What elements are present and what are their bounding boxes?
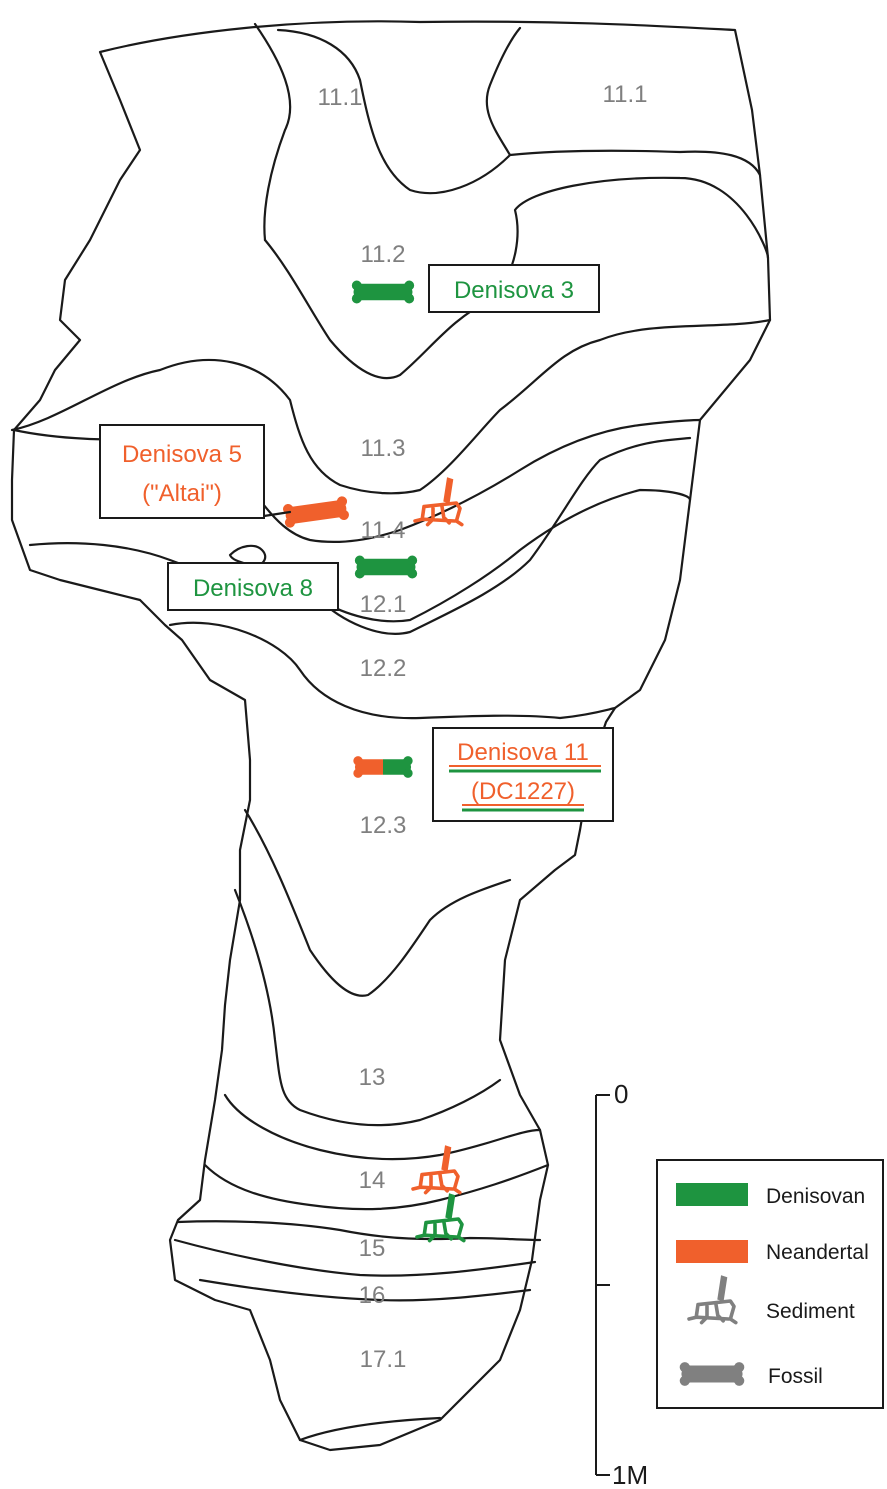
section-outline <box>10 20 772 1452</box>
layer-label: 17.1 <box>360 1346 407 1373</box>
neandertal-swatch <box>676 1240 748 1263</box>
layer-labels: 11.1 11.1 11.2 11.3 11.4 12.1 12.2 12.3 … <box>318 81 648 1373</box>
layer-label: 11.3 <box>361 435 406 462</box>
scale-bottom-label: 1M <box>612 1460 648 1489</box>
denisova8-label: Denisova 8 <box>193 575 313 602</box>
layer-label: 11.1 <box>603 81 648 108</box>
denisova5-label-box: Denisova 5 ("Altai") <box>99 424 265 519</box>
denisova8-label-box: Denisova 8 <box>167 562 339 611</box>
legend: Denisovan Neandertal Sediment Fossil <box>656 1159 884 1409</box>
neandertal-sediment-icon <box>413 475 464 527</box>
layer-label: 11.4 <box>361 517 406 544</box>
denisova11-fossil-icon <box>353 756 413 778</box>
denisova11-label-box: Denisova 11 (DC1227) <box>432 727 614 822</box>
fossil-icon <box>679 1362 745 1386</box>
layer-label: 12.3 <box>360 812 407 839</box>
denisova5-leader-line <box>262 510 292 518</box>
scale-bar: 0 1M <box>595 1079 648 1489</box>
denisova11-label: Denisova 11 <box>457 739 589 766</box>
denisova3-fossil-icon <box>351 280 415 304</box>
legend-denisovan: Denisovan <box>766 1185 865 1208</box>
layer-label: 16 <box>359 1282 386 1309</box>
layer-label: 11.1 <box>318 84 363 111</box>
denisova11-alias: (DC1227) <box>471 778 575 805</box>
layer-label: 14 <box>359 1167 386 1194</box>
layer-label: 15 <box>359 1235 386 1262</box>
denisova5-fossil-icon <box>282 495 350 529</box>
layer-label: 12.2 <box>360 655 407 682</box>
layer-label: 11.2 <box>361 241 406 268</box>
denisova3-label: Denisova 3 <box>454 277 574 304</box>
denisova8-fossil-icon <box>354 555 418 579</box>
layer-label: 13 <box>359 1064 386 1091</box>
denisovan-swatch <box>676 1183 748 1206</box>
legend-fossil: Fossil <box>768 1365 823 1388</box>
denisova3-label-box: Denisova 3 <box>428 264 600 313</box>
scale-top-label: 0 <box>614 1079 628 1109</box>
legend-sediment: Sediment <box>766 1300 855 1323</box>
legend-neandertal: Neandertal <box>766 1241 869 1264</box>
layer-label: 12.1 <box>360 591 407 618</box>
denisova5-label: Denisova 5 <box>122 441 242 468</box>
denisova5-alias: ("Altai") <box>142 480 222 507</box>
